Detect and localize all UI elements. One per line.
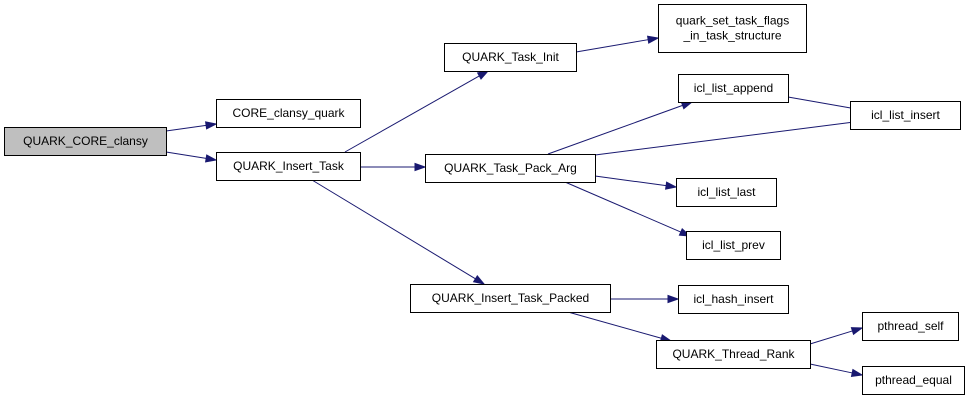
edge-line — [594, 121, 853, 156]
node-label: pthread_equal — [875, 373, 952, 387]
edge-arrowhead — [414, 162, 427, 172]
edge-line — [564, 181, 682, 233]
edge-line — [809, 363, 853, 374]
node-box — [678, 74, 789, 103]
node-label: icl_list_append — [694, 81, 773, 95]
edge-arrowhead — [667, 294, 680, 304]
edge-line — [575, 39, 649, 53]
node-icl_hash_insert[interactable]: icl_hash_insert — [678, 285, 789, 314]
node-pthread_self[interactable]: pthread_self — [862, 312, 959, 341]
node-icl_list_append[interactable]: icl_list_append — [678, 74, 789, 103]
node-box — [216, 99, 361, 128]
edge-thread_rank-to-pthread_equal — [809, 363, 864, 377]
edge-insert_task-to-insert_task_packed — [311, 179, 486, 285]
node-box — [410, 284, 611, 313]
edge-task_init-to-set_task_flags — [575, 35, 660, 53]
node-label: quark_set_task_flags — [676, 14, 789, 28]
node-box — [862, 366, 965, 395]
node-icl_list_insert[interactable]: icl_list_insert — [850, 101, 961, 130]
edge-line — [787, 96, 853, 109]
node-task_init[interactable]: QUARK_Task_Init — [444, 43, 577, 72]
edge-line — [547, 104, 683, 155]
edge-task_pack_arg-to-icl_list_last — [594, 175, 678, 190]
edge-insert_task-to-task_init — [344, 70, 490, 153]
edge-line — [344, 75, 480, 153]
node-label: CORE_clansy_quark — [232, 106, 345, 120]
node-box — [216, 152, 361, 181]
edge-arrowhead — [205, 121, 218, 130]
node-root[interactable]: QUARK_CORE_clansy — [4, 127, 167, 156]
node-pthread_equal[interactable]: pthread_equal — [862, 366, 965, 395]
node-insert_task_packed[interactable]: QUARK_Insert_Task_Packed — [410, 284, 611, 313]
edge-line — [594, 175, 667, 187]
node-box — [444, 43, 577, 72]
node-thread_rank[interactable]: QUARK_Thread_Rank — [656, 340, 811, 369]
edge-insert_task-to-task_pack_arg — [360, 162, 427, 172]
node-label: icl_list_prev — [702, 238, 765, 252]
node-box — [4, 127, 167, 156]
node-task_pack_arg[interactable]: QUARK_Task_Pack_Arg — [425, 154, 596, 183]
edge-arrowhead — [646, 35, 660, 44]
node-core_clansy_quark[interactable]: CORE_clansy_quark — [216, 99, 361, 128]
edge-line — [311, 179, 476, 280]
node-box — [686, 231, 781, 260]
node-icl_list_prev[interactable]: icl_list_prev — [686, 231, 781, 260]
edge-task_pack_arg-to-icl_list_append — [547, 101, 694, 155]
edge-line — [165, 151, 207, 159]
node-box — [658, 4, 807, 53]
edge-line — [165, 124, 207, 132]
edge-arrowhead — [665, 181, 678, 190]
edge-arrowhead — [472, 274, 486, 285]
edge-arrowhead — [850, 368, 864, 377]
edge-root-to-insert_task — [165, 151, 218, 163]
node-box — [850, 101, 961, 130]
node-box — [656, 340, 811, 369]
edge-line — [567, 311, 662, 339]
node-label: icl_hash_insert — [693, 292, 774, 306]
edge-line — [809, 330, 853, 345]
edge-arrowhead — [476, 70, 490, 80]
node-label: icl_list_last — [697, 185, 756, 199]
node-set_task_flags[interactable]: quark_set_task_flags_in_task_structure — [658, 4, 807, 53]
node-label: pthread_self — [877, 319, 944, 333]
node-label: _in_task_structure — [682, 29, 781, 43]
node-label: QUARK_Thread_Rank — [672, 347, 795, 361]
node-box — [425, 154, 596, 183]
edge-task_pack_arg-to-icl_list_insert — [594, 118, 864, 156]
edge-task_pack_arg-to-icl_list_prev — [564, 181, 692, 237]
node-insert_task[interactable]: QUARK_Insert_Task — [216, 152, 361, 181]
node-icl_list_last[interactable]: icl_list_last — [676, 178, 777, 207]
node-box — [678, 285, 789, 314]
node-box — [676, 178, 777, 207]
node-label: QUARK_Task_Pack_Arg — [444, 161, 577, 175]
edge-insert_task_packed-to-icl_hash_insert — [610, 294, 680, 304]
edge-insert_task_packed-to-thread_rank — [567, 311, 673, 343]
node-label: QUARK_Insert_Task_Packed — [432, 291, 589, 305]
node-label: QUARK_Insert_Task — [233, 159, 345, 173]
node-label: QUARK_CORE_clansy — [23, 134, 148, 148]
edge-arrowhead — [680, 101, 694, 110]
nodes-layer: QUARK_CORE_clansyCORE_clansy_quarkQUARK_… — [4, 4, 965, 395]
edge-thread_rank-to-pthread_self — [809, 327, 864, 345]
node-label: icl_list_insert — [871, 108, 940, 122]
node-label: QUARK_Task_Init — [462, 50, 559, 64]
edge-arrowhead — [850, 327, 864, 336]
node-box — [862, 312, 959, 341]
edge-arrowhead — [204, 154, 218, 163]
edge-root-to-core_clansy_quark — [165, 121, 218, 132]
